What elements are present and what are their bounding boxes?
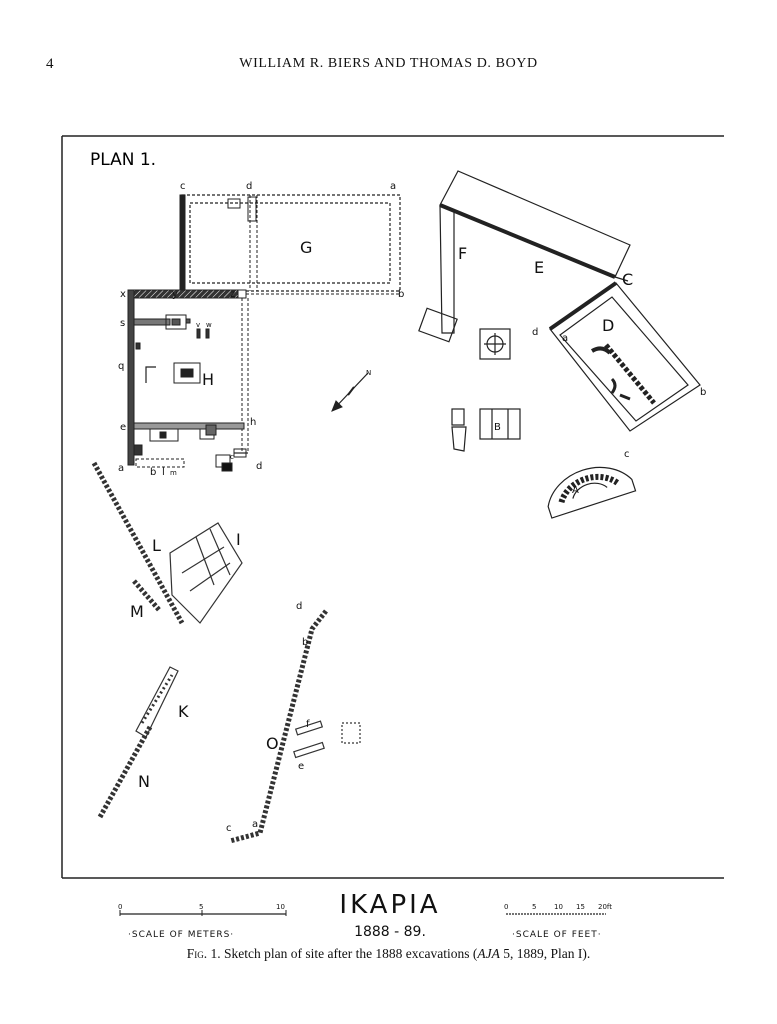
- feet-tick-15: 15: [576, 903, 585, 911]
- site-years: 1888 - 89.: [354, 924, 426, 940]
- plan-footer: 0 5 10 ·SCALE OF METERS· IKAPIA 1888 - 8…: [0, 880, 777, 970]
- north-arrow: [331, 372, 369, 412]
- north-arrow-label: N: [366, 369, 371, 377]
- caption-text-before: Sketch plan of site after the 1888 excav…: [223, 946, 478, 961]
- point-label-o-f: f: [306, 719, 310, 730]
- point-label-h-y: y: [172, 289, 178, 300]
- point-label-o-d: d: [296, 601, 302, 612]
- site-plan-drawing: PLAN 1. c d a b G: [61, 135, 724, 879]
- point-label-h-h: h: [250, 417, 256, 428]
- area-label-d: D: [602, 316, 614, 335]
- point-label-d-b: b: [700, 387, 706, 398]
- caption-text-after: 5, 1889, Plan I).: [499, 946, 591, 961]
- point-label-h-m: m: [170, 469, 177, 477]
- point-label-d-o: a: [562, 333, 568, 344]
- running-title: WILLIAM R. BIERS AND THOMAS D. BOYD: [239, 56, 538, 71]
- point-label-h-e: e: [120, 422, 126, 433]
- site-plan-figure: PLAN 1. c d a b G: [60, 133, 724, 879]
- feet-tick-0: 0: [504, 903, 508, 911]
- point-label-g-d: d: [246, 181, 252, 192]
- area-label-f: F: [458, 244, 467, 263]
- point-label-h-w: w: [206, 321, 212, 329]
- area-label-b: B: [494, 422, 501, 433]
- point-label-g-c: c: [180, 181, 186, 192]
- exedra-a: [547, 466, 637, 519]
- feet-scale-bar: 0 5 10 15 20ft: [504, 903, 612, 915]
- altar-blocks: [451, 328, 521, 452]
- area-label-g: G: [300, 238, 312, 257]
- point-label-h-z: z: [230, 289, 235, 300]
- area-label-l: L: [152, 536, 161, 555]
- area-label-i: I: [236, 530, 241, 549]
- walls-k-n: [97, 666, 179, 819]
- page-number: 4: [46, 56, 54, 72]
- plan-title: PLAN 1.: [90, 150, 156, 170]
- point-label-h-x: x: [120, 289, 126, 300]
- meter-tick-0: 0: [118, 903, 122, 911]
- point-label-h-a: a: [118, 463, 124, 474]
- meter-scale-label: ·SCALE OF METERS·: [128, 930, 235, 940]
- point-label-h-l: l: [162, 467, 165, 478]
- area-label-e: E: [534, 258, 544, 277]
- point-label-h-v: v: [196, 321, 200, 329]
- walls-l-i-m: [91, 461, 243, 625]
- feet-tick-5: 5: [532, 903, 536, 911]
- running-head: 4 WILLIAM R. BIERS AND THOMAS D. BOYD: [0, 56, 777, 78]
- point-label-h-s: s: [120, 318, 125, 329]
- area-label-a: A: [572, 485, 579, 496]
- point-label-g-b: b: [398, 289, 404, 300]
- point-label-g-a: a: [390, 181, 396, 192]
- building-e-stoa: [418, 170, 631, 343]
- building-d: [548, 281, 701, 432]
- caption-journal: AJA: [477, 946, 500, 961]
- area-label-m: M: [130, 602, 144, 621]
- building-h: [127, 289, 400, 472]
- point-label-o-c: c: [226, 823, 232, 834]
- area-label-n: N: [138, 772, 150, 791]
- point-label-d-d: d: [532, 327, 538, 338]
- area-label-o: O: [266, 734, 279, 753]
- point-label-o-a: a: [252, 819, 258, 830]
- point-label-h-d: d: [256, 461, 262, 472]
- area-label-c: C: [622, 270, 633, 289]
- figure-caption: Fig. 1. Sketch plan of site after the 18…: [0, 946, 777, 962]
- caption-fig-number: Fig. 1.: [186, 946, 221, 961]
- feet-scale-label: ·SCALE OF FEET·: [512, 930, 602, 940]
- point-label-h-b: b: [150, 467, 156, 478]
- meter-scale-bar: 0 5 10: [118, 903, 287, 916]
- feet-tick-20: 20ft: [598, 903, 612, 911]
- wall-o: [229, 609, 361, 844]
- feet-tick-10: 10: [554, 903, 563, 911]
- meter-tick-5: 5: [199, 903, 203, 911]
- area-label-k: K: [178, 702, 189, 721]
- point-label-o-b: b: [302, 637, 308, 648]
- point-label-o-e: e: [298, 761, 304, 772]
- point-label-h-c: c: [230, 453, 234, 461]
- building-g: [179, 194, 401, 292]
- point-label-h-q: q: [118, 361, 124, 372]
- site-name: IKAPIA: [339, 890, 441, 920]
- meter-tick-10: 10: [276, 903, 285, 911]
- point-label-d-a: c: [624, 449, 630, 460]
- area-label-h: H: [202, 370, 214, 389]
